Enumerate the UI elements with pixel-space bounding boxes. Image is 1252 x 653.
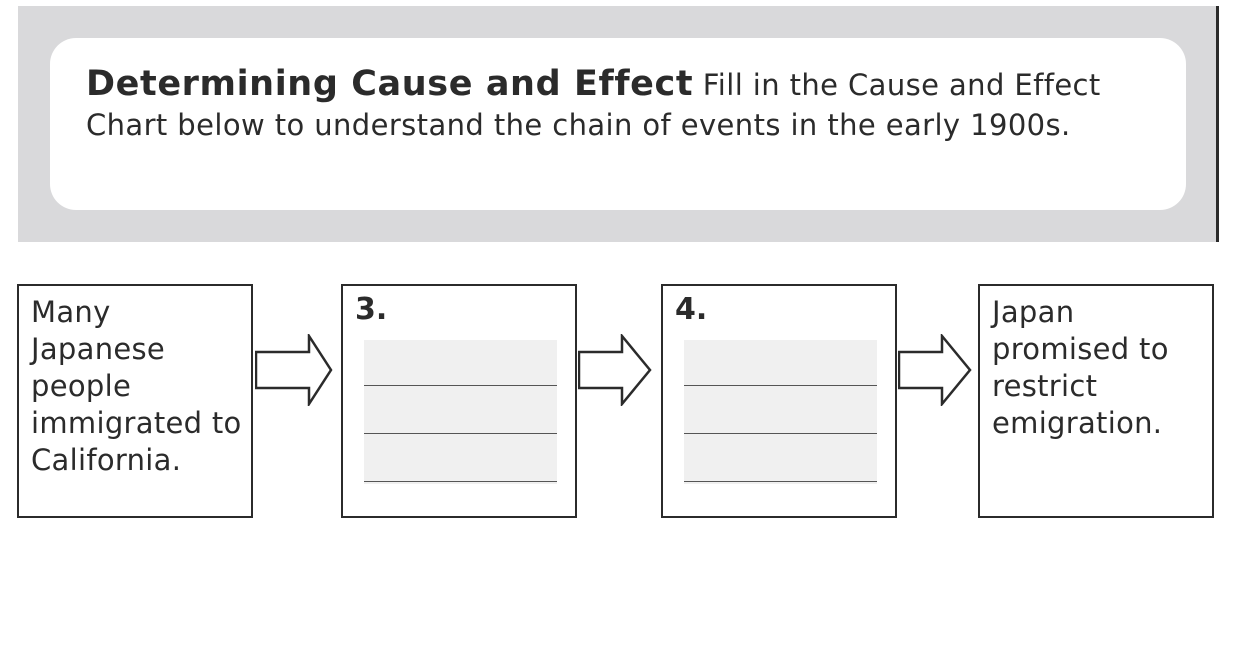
- answer-line: [364, 385, 557, 386]
- answer-number-3: 3.: [355, 292, 388, 327]
- instruction-text: Determining Cause and Effect Fill in the…: [86, 64, 1154, 145]
- answer-box-3: 3.: [341, 284, 577, 518]
- answer-area-4[interactable]: [684, 340, 877, 484]
- answer-number-4: 4.: [675, 292, 708, 327]
- answer-area-3[interactable]: [364, 340, 557, 484]
- answer-line: [364, 433, 557, 434]
- answer-line: [684, 385, 877, 386]
- instruction-title: Determining Cause and Effect: [86, 64, 694, 104]
- right-arrow-icon: [898, 334, 972, 406]
- right-arrow-icon: [578, 334, 652, 406]
- right-arrow-icon: [255, 334, 333, 406]
- effect-text: Japan promised to restrict emigration.: [992, 295, 1169, 440]
- answer-line: [684, 433, 877, 434]
- answer-line: [684, 481, 877, 482]
- answer-line: [364, 481, 557, 482]
- answer-box-4: 4.: [661, 284, 897, 518]
- cause-text: Many Japanese people immigrated to Calif…: [31, 295, 242, 477]
- instruction-body: Fill in the Cause and Effect Chart below…: [86, 68, 1101, 142]
- effect-box: Japan promised to restrict emigration.: [978, 284, 1214, 518]
- cause-box: Many Japanese people immigrated to Calif…: [17, 284, 253, 518]
- header-divider: [1216, 6, 1219, 242]
- instruction-card: Determining Cause and Effect Fill in the…: [50, 38, 1186, 210]
